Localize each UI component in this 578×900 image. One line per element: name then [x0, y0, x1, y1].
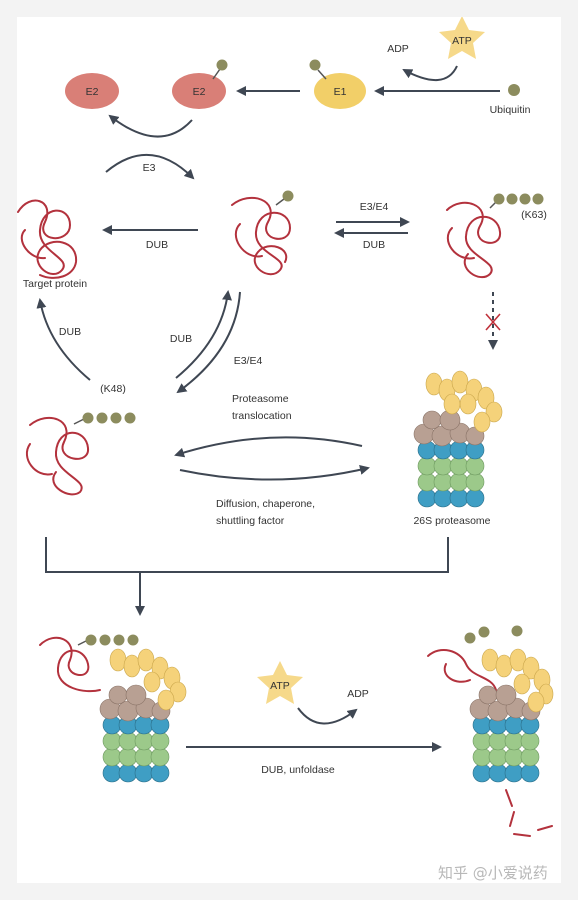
proteasome-translocation-label-2: translocation	[232, 410, 292, 422]
e2-right-label: E2	[193, 86, 206, 98]
dub-left-label: DUB	[146, 239, 168, 251]
free-ubiquitin	[508, 84, 520, 96]
proteasome-degrading-substrate	[427, 625, 554, 837]
atp-top-label: ATP	[452, 35, 472, 47]
k63-polyubiquitinated-protein	[446, 193, 544, 279]
inhibit-cross-icon	[485, 313, 501, 331]
ubiquitin-label: Ubiquitin	[490, 104, 531, 116]
e3-label: E3	[143, 162, 156, 174]
monoubiquitinated-protein	[231, 190, 294, 276]
adp-top-label: ADP	[387, 43, 409, 55]
ubiquitin-on-e1	[309, 59, 321, 71]
arrow-proteasome-translocation	[174, 436, 363, 458]
diffusion-label-1: Diffusion, chaperone,	[216, 498, 315, 510]
watermark: 知乎 @小爱说药	[438, 864, 548, 882]
e1-label: E1	[334, 86, 347, 98]
ubiquitin-proteasome-diagram: E2 E2 E1 Ubiquitin ATP ADP E3 Target pro…	[17, 17, 554, 882]
dub-unfoldase-label: DUB, unfoldase	[261, 764, 335, 776]
ubiquitin-on-e2	[216, 59, 228, 71]
peptide-fragments	[505, 789, 553, 837]
proteasome-26s-label: 26S proteasome	[413, 515, 490, 527]
merge-bracket	[45, 537, 449, 573]
dub-vertical-mid-label: DUB	[170, 333, 192, 345]
e3e4-top-label: E3/E4	[360, 201, 389, 213]
k63-label: (K63)	[521, 209, 547, 221]
diagram-frame: E2 E2 E1 Ubiquitin ATP ADP E3 Target pro…	[17, 17, 561, 883]
arrow-e3e4-vertical	[176, 291, 241, 394]
e1-enzyme: E1	[309, 59, 366, 109]
atp-bottom-label: ATP	[270, 680, 290, 692]
target-protein-label: Target protein	[23, 278, 87, 290]
arrow-diffusion	[179, 464, 370, 481]
e2-left-label: E2	[86, 86, 99, 98]
arrow-e2-recycle	[108, 114, 193, 138]
arrow-atp-to-adp-bottom	[297, 707, 358, 725]
arrow-dub-vertical-left	[36, 298, 91, 381]
target-protein-free	[17, 199, 78, 279]
arrow-atp-to-adp-top	[402, 65, 458, 82]
e2-right-enzyme: E2	[172, 59, 228, 109]
e3e4-mid-label: E3/E4	[234, 355, 263, 367]
k48-label: (K48)	[100, 383, 126, 395]
k48-polyubiquitinated-protein	[25, 412, 136, 496]
dub-vertical-left-label: DUB	[59, 326, 81, 338]
diffusion-label-2: shuttling factor	[216, 515, 285, 527]
arrow-e3-transfer	[105, 153, 195, 180]
dub-top-right-label: DUB	[363, 239, 385, 251]
atp-star-top: ATP	[439, 17, 485, 59]
arrow-dub-vertical-mid	[175, 290, 232, 379]
adp-bottom-label: ADP	[347, 688, 369, 700]
proteasome-26s	[413, 370, 503, 508]
atp-star-bottom: ATP	[257, 661, 303, 704]
e2-left-enzyme: E2	[65, 73, 119, 109]
proteasome-bound-substrate	[39, 634, 187, 783]
proteasome-translocation-label-1: Proteasome	[232, 393, 289, 405]
